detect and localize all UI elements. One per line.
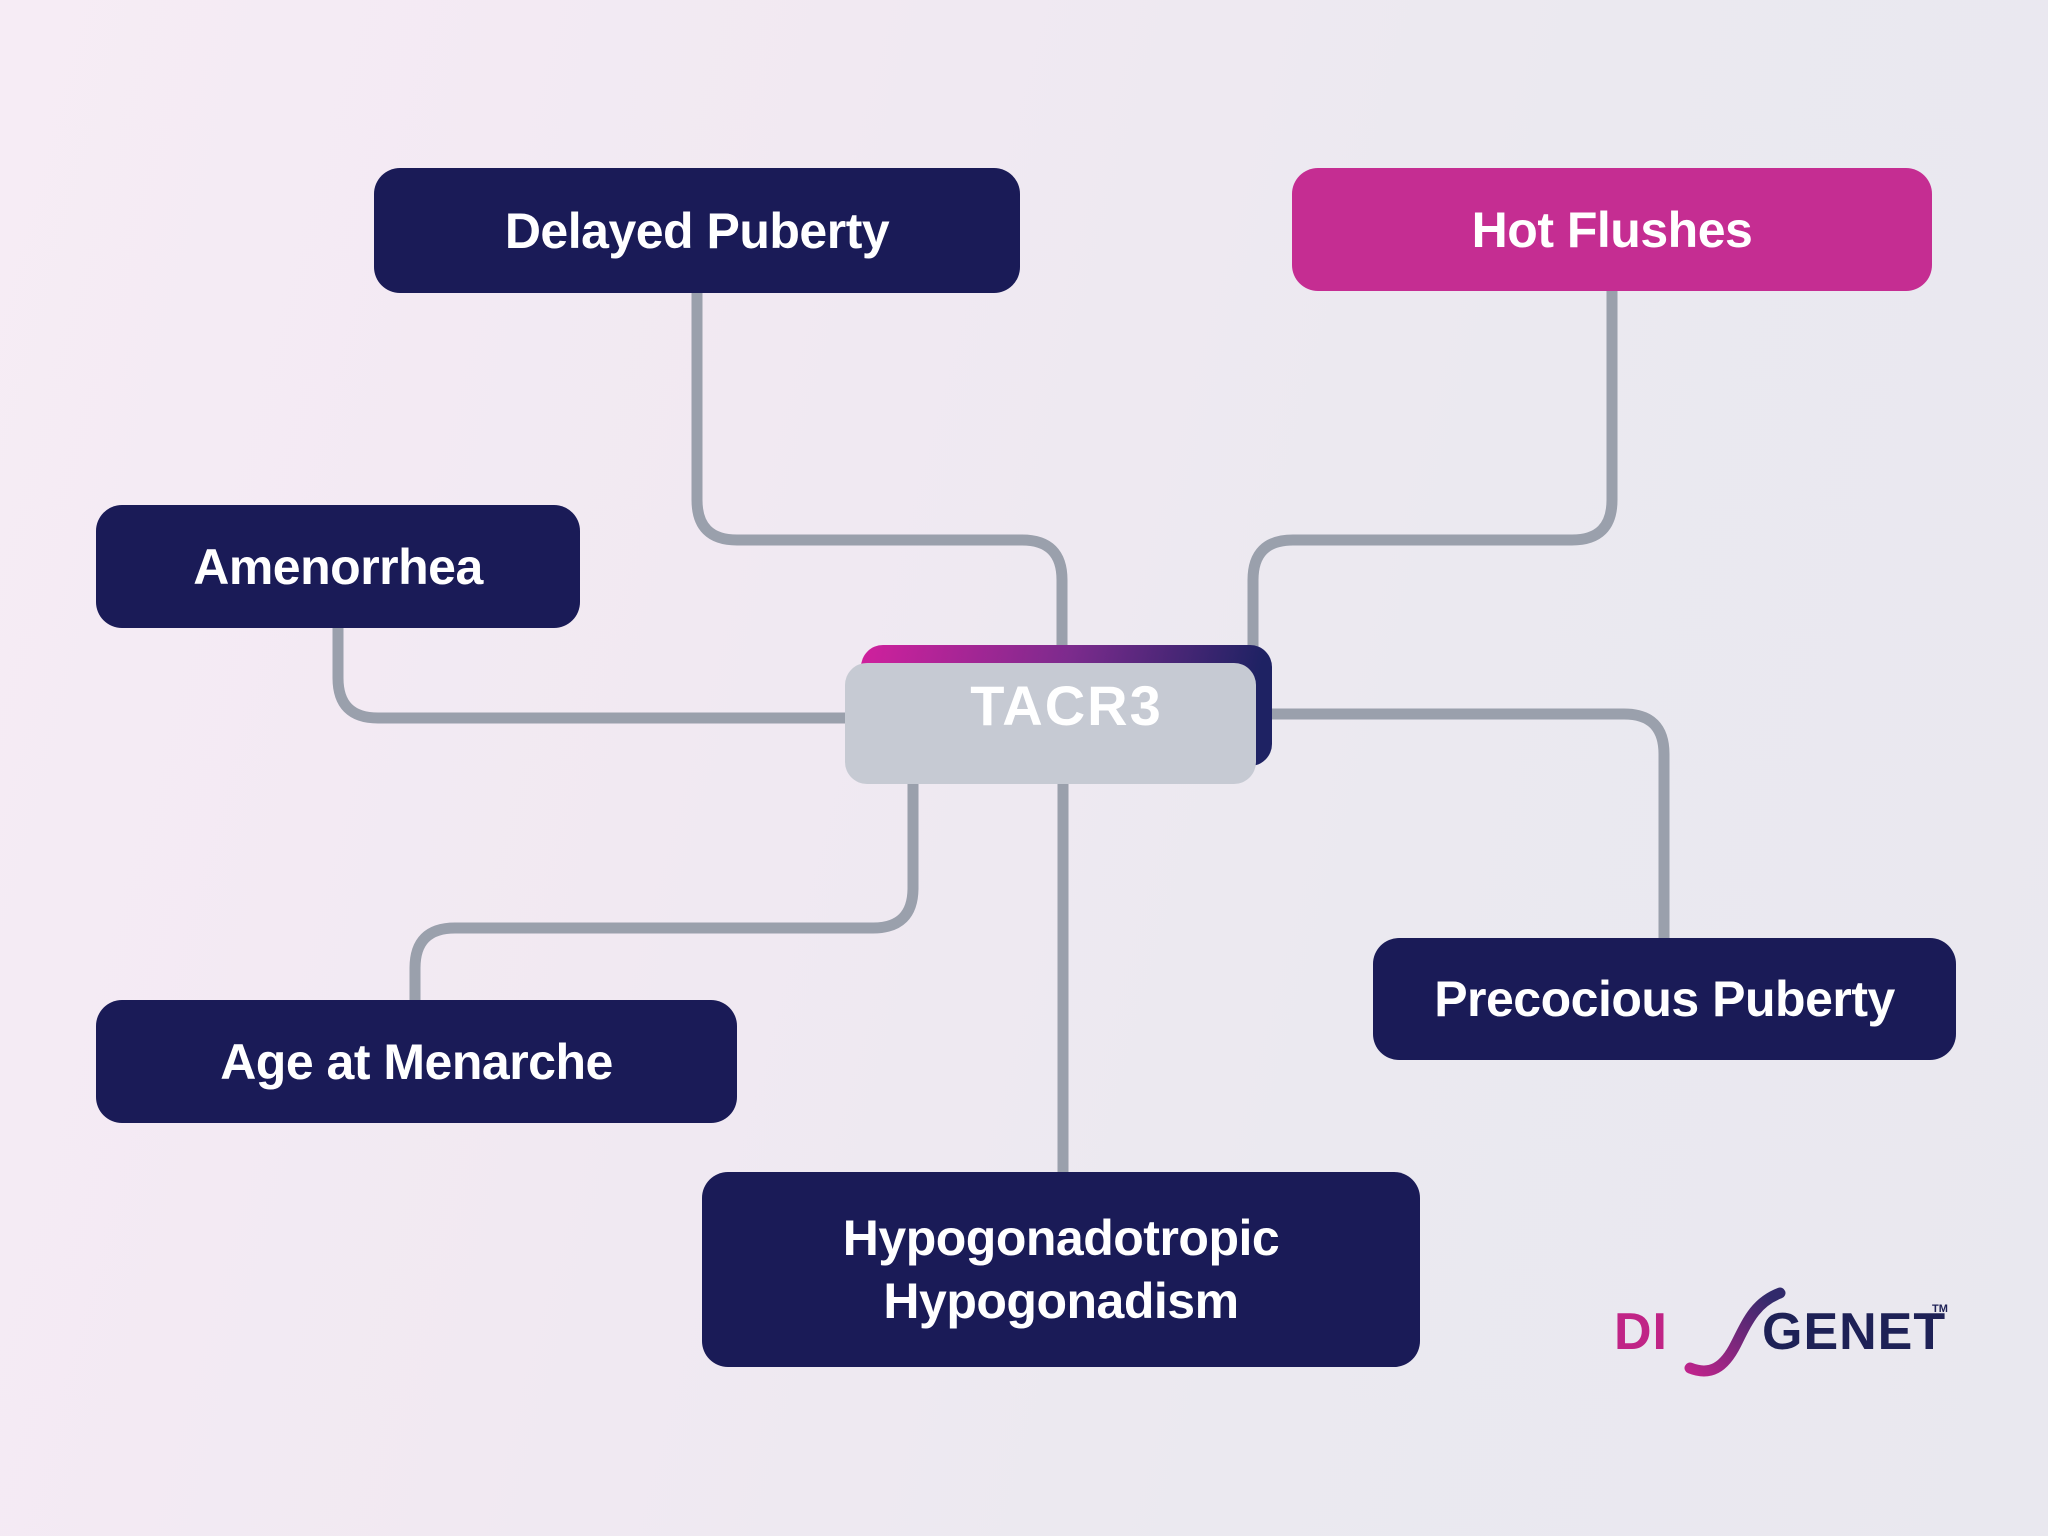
node-label: Delayed Puberty [504,202,890,259]
connector-tacr3-precocious-puberty [1265,708,1670,945]
node-label: TACR3 [970,674,1163,737]
node-label: Hot Flushes [1471,201,1753,258]
node-hypogonadotropic-hypogonadism: Hypogonadotropic Hypogonadism [702,1172,1420,1367]
logo-trademark: TM [1932,1303,1948,1315]
connector-hot-flushes-tacr3 [1247,288,1618,652]
connector-delayed-puberty-tacr3 [691,290,1068,652]
node-hot-flushes: Hot Flushes [1292,168,1932,291]
node-delayed-puberty: Delayed Puberty [374,168,1020,293]
node-tacr3-gene: TACR3 [861,645,1272,766]
node-label: Age at Menarche [220,1033,613,1090]
node-label: Amenorrhea [193,538,483,595]
node-label: Hypogonadotropic Hypogonadism [842,1209,1280,1329]
logo-di-text: DI [1614,1303,1668,1361]
logo-genet-text: GENET [1762,1303,1946,1361]
node-age-at-menarche: Age at Menarche [96,1000,737,1123]
node-precocious-puberty: Precocious Puberty [1373,938,1956,1060]
node-amenorrhea: Amenorrhea [96,505,580,628]
disgenet-logo: DI GENET TM [1614,1287,1948,1377]
logo-s-swoosh-icon [1684,1287,1786,1377]
node-label: Precocious Puberty [1434,971,1895,1027]
connector-tacr3-age-at-menarche [409,760,919,1005]
connector-amenorrhea-tacr3 [332,622,866,724]
